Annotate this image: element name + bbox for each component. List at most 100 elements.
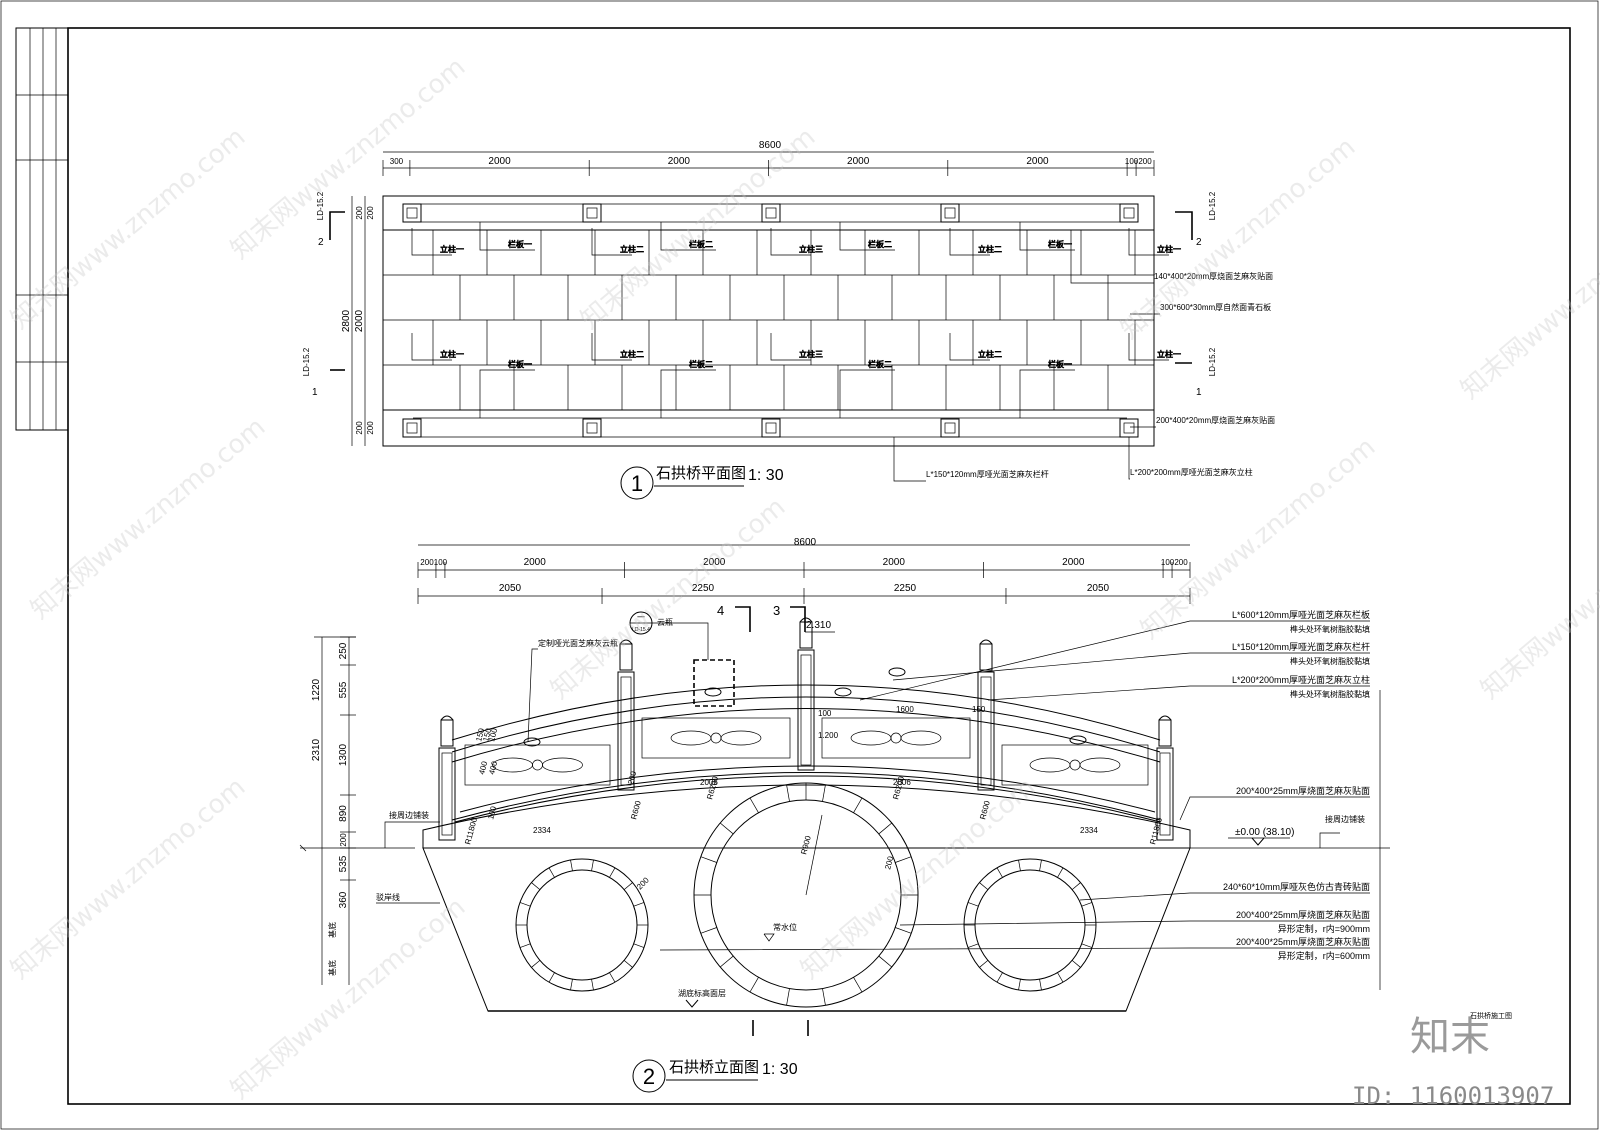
bridge-dim: 200: [883, 855, 895, 871]
vlabel: 基底: [327, 922, 337, 938]
post-cap: [799, 621, 813, 649]
plan-title: 石拱桥平面图: [656, 465, 746, 482]
elev-note: 200*400*25mm厚烧面芝麻灰贴面: [1236, 909, 1370, 920]
watermark: 知末网www.znzmo.com: [1115, 132, 1361, 345]
level-mark: ±0.00 (38.10): [1235, 827, 1294, 838]
plan-post: [940, 203, 960, 223]
vdim-inner: 535: [338, 855, 349, 872]
plan-post: [940, 418, 960, 438]
plan-edge-dim-4: 200: [366, 421, 375, 435]
plan-title-circle: [620, 466, 654, 500]
elev-title-num: 2: [643, 1064, 655, 1089]
watermark: 知末网www.znzmo.com: [1455, 192, 1600, 405]
plan-post: [402, 418, 422, 438]
elev-note: 异形定制，r内=600mm: [1278, 950, 1370, 961]
plan-segment-dim: 2000: [1026, 156, 1049, 167]
bridge-dim: 2006: [893, 778, 911, 787]
plan-edge-dim-2: 200: [366, 206, 375, 220]
plan-post: [761, 418, 781, 438]
bridge-dim: 400: [487, 760, 499, 776]
plan-inner-dim: 2000: [354, 309, 365, 332]
watermark: 知末网www.znzmo.com: [225, 892, 471, 1105]
elev-note: 240*60*10mm厚哑灰色仿古青砖贴面: [1223, 881, 1370, 892]
post-label: 立柱二: [978, 349, 1002, 359]
plan-segment-dim: 2000: [488, 156, 511, 167]
small-arch-left: [515, 858, 649, 992]
post-label: 立柱二: [620, 349, 644, 359]
post-label: 立柱一: [1157, 244, 1181, 254]
cut-mark-4: [735, 606, 751, 632]
elev-title-circle: [632, 1059, 666, 1093]
panel-label: 栏板二: [868, 359, 892, 369]
bridge-dim: 100: [487, 727, 499, 743]
cloud-detail-box: [693, 659, 735, 707]
post-cap: [979, 643, 993, 671]
plan-note-1: 140*400*20mm厚烧面芝麻灰贴面: [1154, 271, 1273, 281]
section-mark-2-right: LD-15.2 2: [1175, 191, 1217, 248]
cloud-vase: [704, 687, 722, 697]
ground-note-left: 接周边铺装: [389, 810, 429, 820]
post-label: 立柱一: [440, 349, 464, 359]
post-label: 立柱三: [799, 244, 823, 254]
watermark: 知末网www.znzmo.com: [5, 122, 251, 335]
plan-leaders: 立柱一立柱一立柱二立柱二立柱三立柱三立柱二立柱二立柱一立柱一栏板一栏板一栏板二栏…: [411, 222, 1181, 482]
bridge-dim: R11800: [1148, 816, 1164, 845]
elev-bottom-dim: 2050: [499, 583, 522, 594]
panel-label: 栏板二: [868, 239, 892, 249]
bed-level: 湖底标高面层: [678, 988, 726, 998]
section-mark-1-right: LD-15.2 1: [1175, 347, 1217, 398]
elev-top-dim: 2000: [883, 557, 906, 568]
watermark-layer: 知末网www.znzmo.com知末网www.znzmo.com知末网www.z…: [5, 52, 1600, 1105]
bridge-dim: 150: [474, 727, 486, 743]
railing-post: [438, 747, 456, 841]
plan-post: [761, 203, 781, 223]
elev-total-dim: 8600: [794, 537, 817, 548]
post-cap: [440, 719, 454, 747]
sheet-label: 石拱桥施工图: [1470, 1011, 1512, 1020]
watermark: 知末网www.znzmo.com: [575, 122, 821, 335]
plan-posts: [402, 203, 1139, 438]
post-cap: [1158, 719, 1172, 747]
plan-note-3: 200*400*20mm厚烧面芝麻灰贴面: [1156, 415, 1275, 425]
vdim-inner: 200: [339, 833, 348, 847]
bridge-dim: 150: [972, 705, 986, 714]
elev-note: L*200*200mm厚哑光面芝麻灰立柱: [1232, 674, 1370, 685]
plan-segment-dim: 200: [1138, 157, 1152, 166]
bridge-dim: R600: [629, 799, 643, 820]
paving-grid: [383, 229, 1154, 411]
bridge-dim: 2334: [1080, 826, 1098, 835]
bridge-dim: 2006: [700, 778, 718, 787]
ornament-note: 定制哑光面芝麻灰云瓶: [538, 638, 618, 648]
panel-label: 栏板一: [1048, 239, 1072, 249]
panel-label: 栏板一: [508, 239, 532, 249]
cut-mark-3: [790, 606, 806, 632]
plan-post: [582, 418, 602, 438]
vdim-outer: 2310: [311, 738, 322, 761]
vdim-outer: 1220: [311, 678, 322, 701]
elev-top-dim: 2000: [703, 557, 726, 568]
watermark: 知末网www.znzmo.com: [225, 52, 471, 265]
svg-text:1: 1: [1196, 387, 1202, 398]
panel-label: 栏板二: [689, 359, 713, 369]
plan-segment-dim: 100: [1125, 157, 1139, 166]
bank-line-note: 驳岸线: [376, 892, 400, 902]
elev-note: 200*400*25mm厚烧面芝麻灰贴面: [1236, 936, 1370, 947]
post-label: 立柱三: [799, 349, 823, 359]
plan-note-5: L*200*200mm厚哑光面芝麻灰立柱: [1130, 467, 1253, 477]
bridge-dim: 1.200: [818, 731, 839, 740]
vlabel: 基底: [327, 960, 337, 976]
panel-label: 栏板二: [689, 239, 713, 249]
elev-top-dim: 100: [434, 558, 448, 567]
plan-post: [1119, 418, 1139, 438]
railing-post: [797, 649, 815, 771]
plan-post: [1119, 203, 1139, 223]
elev-title: 石拱桥立面图: [669, 1059, 759, 1076]
panel-label: 栏板一: [508, 359, 532, 369]
post-label: 立柱一: [1157, 349, 1181, 359]
id-text: ID: 1160013907: [1352, 1082, 1554, 1110]
elev-note: L*150*120mm厚哑光面芝麻灰栏杆: [1232, 641, 1370, 652]
